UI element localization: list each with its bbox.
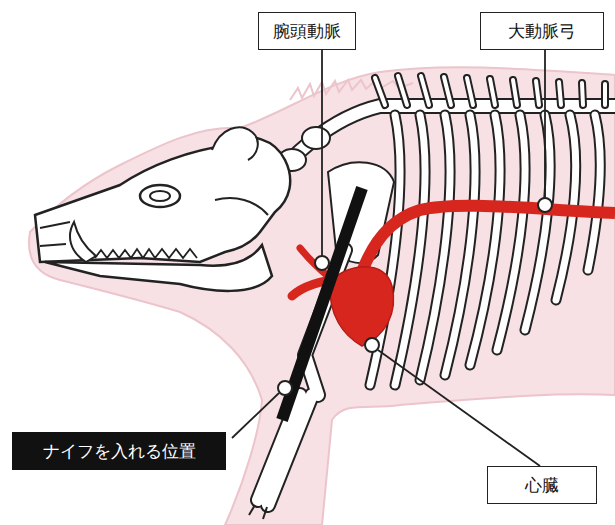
label-text: 腕頭動脈: [271, 20, 343, 42]
label-box: ナイフを入れる位置: [12, 432, 226, 470]
label-text: ナイフを入れる位置: [25, 440, 213, 462]
leader-lines: [232, 50, 545, 466]
label-text: 大動脈弓: [493, 20, 591, 42]
leader-dots: [278, 198, 552, 395]
label-box: 心臓: [487, 466, 597, 504]
label-box: 腕頭動脈: [258, 12, 356, 50]
label-box: 大動脈弓: [480, 12, 604, 50]
label-text: 心臓: [500, 474, 584, 496]
